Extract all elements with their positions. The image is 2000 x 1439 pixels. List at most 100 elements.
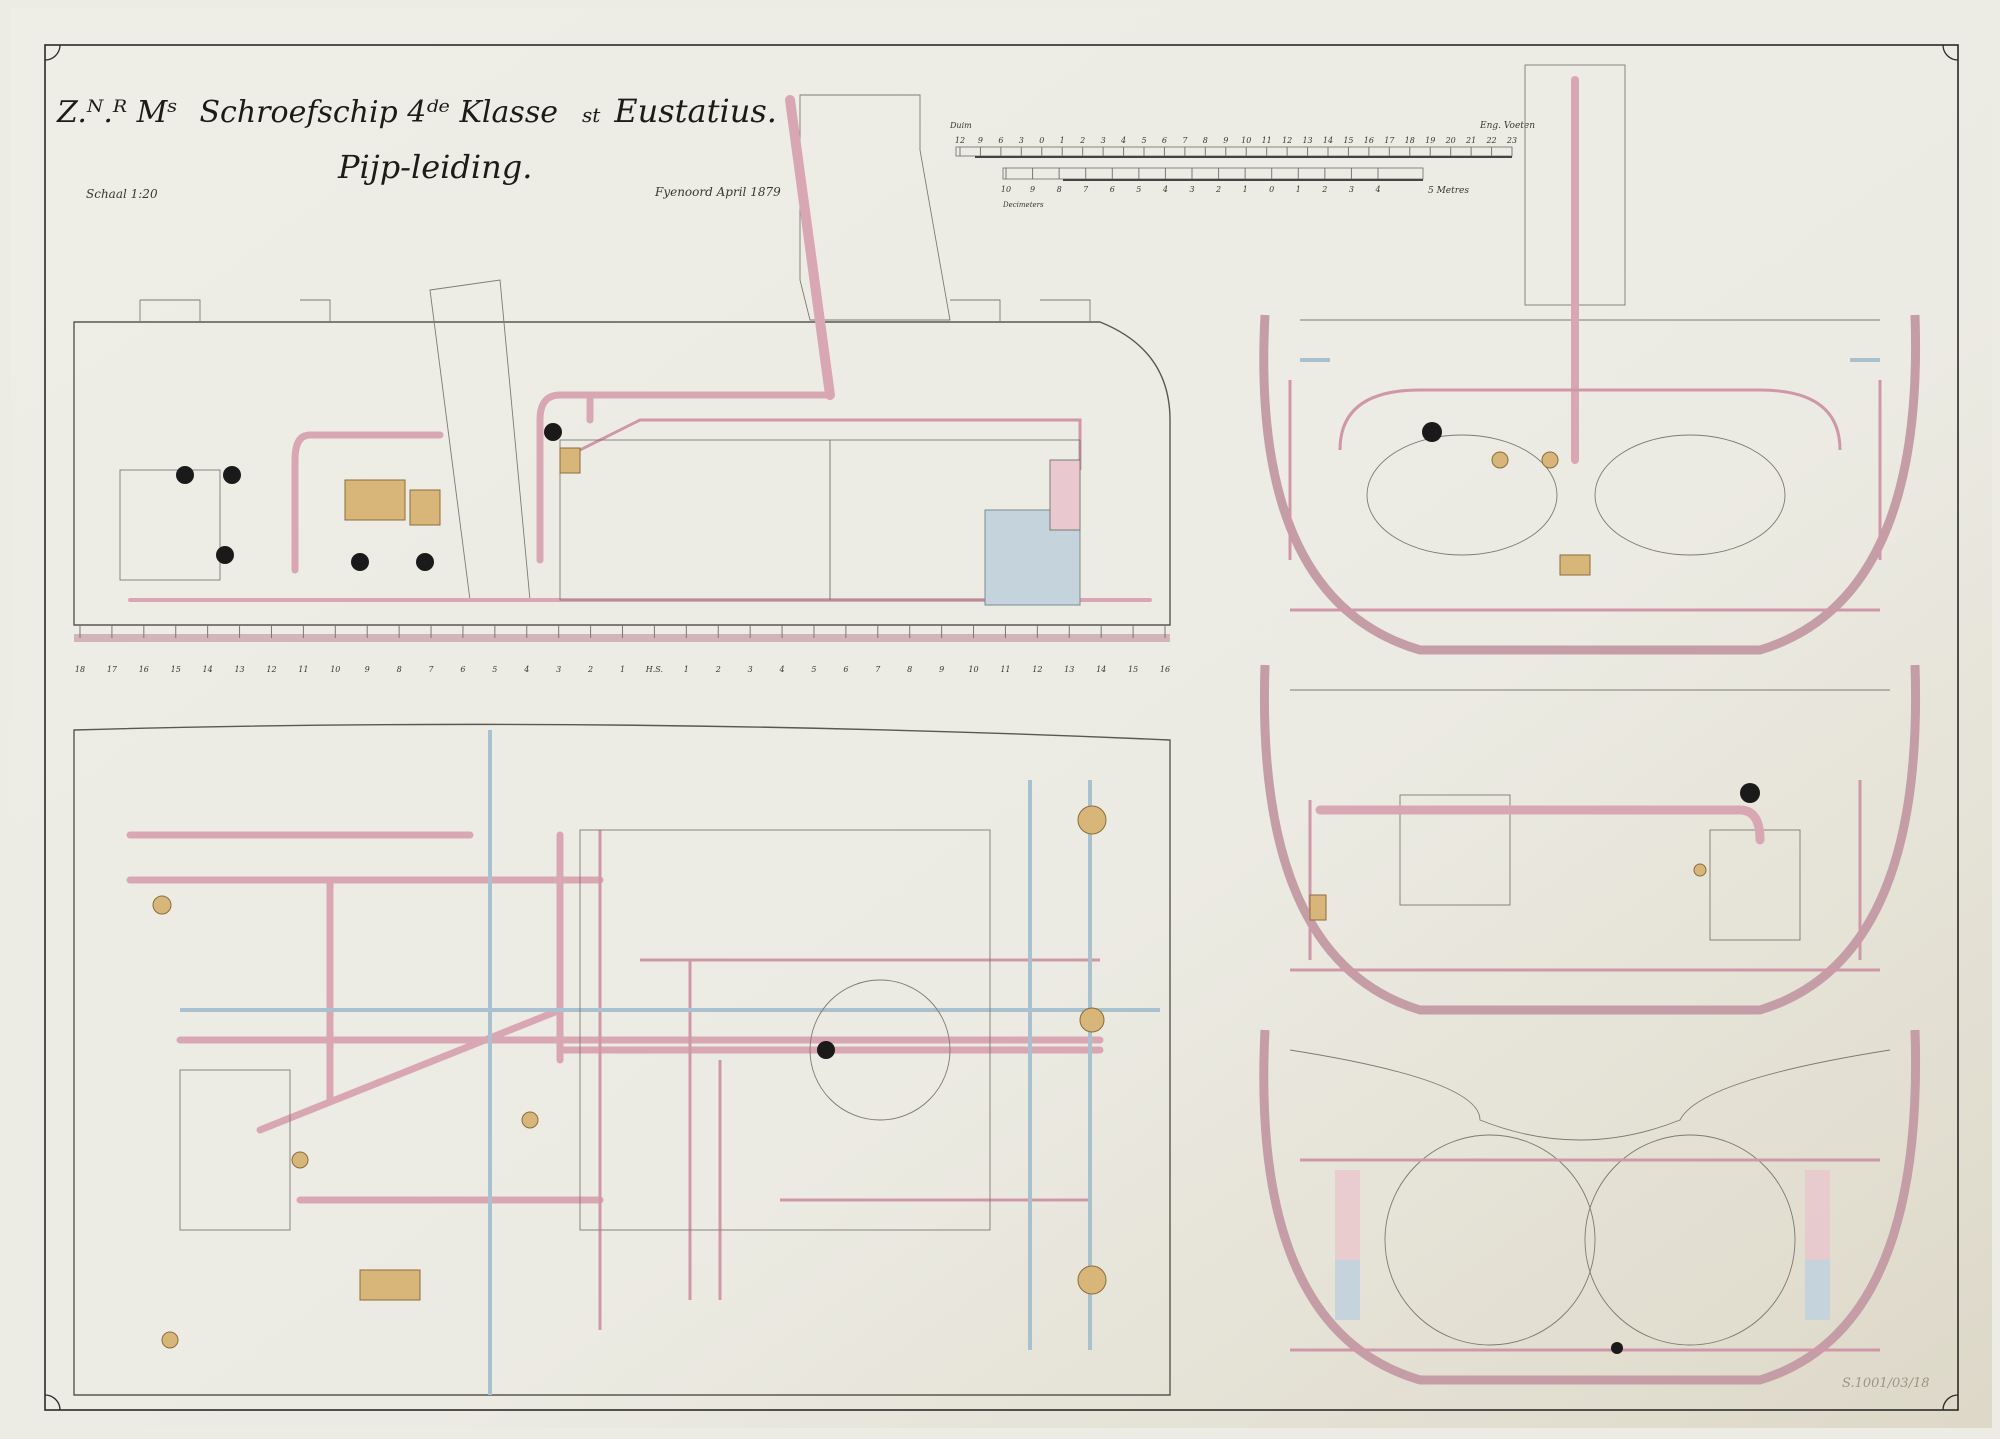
tick-label: 2	[715, 665, 721, 674]
tick-label: 8	[1203, 136, 1208, 145]
tick-label: 5	[811, 665, 816, 674]
corner-ornaments	[44, 44, 1959, 1411]
tick-label: 13	[1064, 665, 1074, 674]
tick-label: 4	[779, 665, 785, 674]
tick-label: 13	[234, 665, 244, 674]
scale-bottom-label-left: Decimeters	[1002, 201, 1044, 209]
plan-view	[73, 723, 1171, 1396]
tick-label: 1	[1060, 136, 1065, 145]
tick-label: 7	[1083, 185, 1089, 194]
tick-label: 9	[939, 665, 944, 674]
tick-label: 7	[1182, 136, 1188, 145]
tick-label: 18	[75, 665, 85, 674]
tick-label: 1	[620, 665, 625, 674]
ship-name: Eustatius.	[613, 92, 777, 130]
tick-label: 5	[1136, 185, 1141, 194]
tick-label: 15	[1128, 665, 1138, 674]
tick-label: 10	[1241, 136, 1251, 145]
tick-label: 14	[1323, 136, 1333, 145]
tick-label: 1	[684, 665, 689, 674]
tick-label: 9	[1223, 136, 1228, 145]
tick-label: 4	[1162, 185, 1168, 194]
drawing-subtitle: Pijp-leiding.	[337, 148, 532, 186]
tick-label: 2	[1079, 136, 1085, 145]
tick-label: 4	[1374, 185, 1380, 194]
tick-label: 3	[1189, 185, 1194, 194]
tick-label: 11	[1262, 136, 1272, 145]
tick-label: 13	[1302, 136, 1312, 145]
tick-label: 9	[1030, 185, 1035, 194]
tick-label: 3	[1349, 185, 1354, 194]
paper	[10, 8, 1992, 1428]
title-prefix: Z.ᴺ.ᴿ Mˢ	[56, 95, 178, 130]
tick-label: 17	[1384, 136, 1395, 145]
scale-bottom-label-right: 5 Metres	[1428, 186, 1469, 196]
tick-label: 14	[203, 665, 213, 674]
tick-label: 20	[1445, 136, 1456, 145]
tick-label: 3	[748, 665, 753, 674]
border-frame	[44, 44, 1959, 1411]
cross-section-3	[1259, 1029, 1921, 1385]
tick-label: 4	[523, 665, 529, 674]
tick-label: 2	[587, 665, 593, 674]
tick-label: 6	[1162, 136, 1167, 145]
tick-label: 18	[1405, 136, 1415, 145]
tick-label: 19	[1425, 136, 1435, 145]
tick-label: 12	[1282, 136, 1292, 145]
tick-label: 5	[1141, 136, 1146, 145]
tick-label: 0	[1269, 185, 1274, 194]
tick-label: 10	[1001, 185, 1011, 194]
tick-label: 16	[1160, 665, 1170, 674]
tick-label: 7	[875, 665, 881, 674]
tick-label: 23	[1506, 136, 1517, 145]
tick-label: 12	[1032, 665, 1042, 674]
tick-label: 10	[968, 665, 978, 674]
tick-label: 3	[556, 665, 561, 674]
tick-label: 6	[460, 665, 465, 674]
tick-label: 3	[1101, 136, 1106, 145]
tick-label: 12	[266, 665, 276, 674]
tick-label: 5	[492, 665, 497, 674]
scale-top-label-left: Duim	[949, 121, 972, 130]
tick-label: 11	[298, 665, 308, 674]
cross-section-1	[1259, 64, 1921, 655]
title-ship-prefix: st	[582, 103, 601, 127]
tick-label: 6	[1110, 185, 1115, 194]
tick-label: 14	[1096, 665, 1106, 674]
tick-label: 1	[1296, 185, 1301, 194]
tick-label: 6	[843, 665, 848, 674]
tick-label: 8	[1057, 185, 1062, 194]
tick-label: 16	[139, 665, 149, 674]
tick-label: 8	[907, 665, 912, 674]
tick-label: 2	[1215, 185, 1221, 194]
tick-label: 22	[1485, 136, 1496, 145]
tick-label: 9	[365, 665, 370, 674]
scale-top-label-right: Eng. Voeten	[1479, 121, 1535, 131]
tick-label: 16	[1364, 136, 1374, 145]
cross-section-2	[1259, 664, 1921, 1015]
archive-stamp: S.1001/03/18	[1842, 1376, 1930, 1391]
tick-label: 7	[428, 665, 434, 674]
tick-label: 8	[397, 665, 402, 674]
signature-date: Fyenoord April 1879	[654, 185, 781, 199]
tick-label: 15	[1343, 136, 1353, 145]
tick-label: 1	[1243, 185, 1248, 194]
tick-label: 3	[1019, 136, 1024, 145]
tick-label: 2	[1321, 185, 1327, 194]
tick-label: 12	[955, 136, 965, 145]
tick-label: 10	[330, 665, 340, 674]
title-main: Schroefschip 4ᵈᵉ Klasse	[200, 95, 558, 130]
title-line: Z.ᴺ.ᴿ Mˢ Schroefschip 4ᵈᵉ Klasse st Eustati…	[56, 92, 777, 130]
tick-label: 21	[1465, 136, 1476, 145]
tick-label: 11	[1000, 665, 1010, 674]
tick-label: H.S.	[645, 665, 663, 674]
tick-label: 17	[107, 665, 118, 674]
tick-label: 0	[1039, 136, 1044, 145]
tick-label: 15	[171, 665, 181, 674]
tick-label: 9	[978, 136, 983, 145]
tick-label: 6	[998, 136, 1003, 145]
tick-label: 4	[1120, 136, 1126, 145]
